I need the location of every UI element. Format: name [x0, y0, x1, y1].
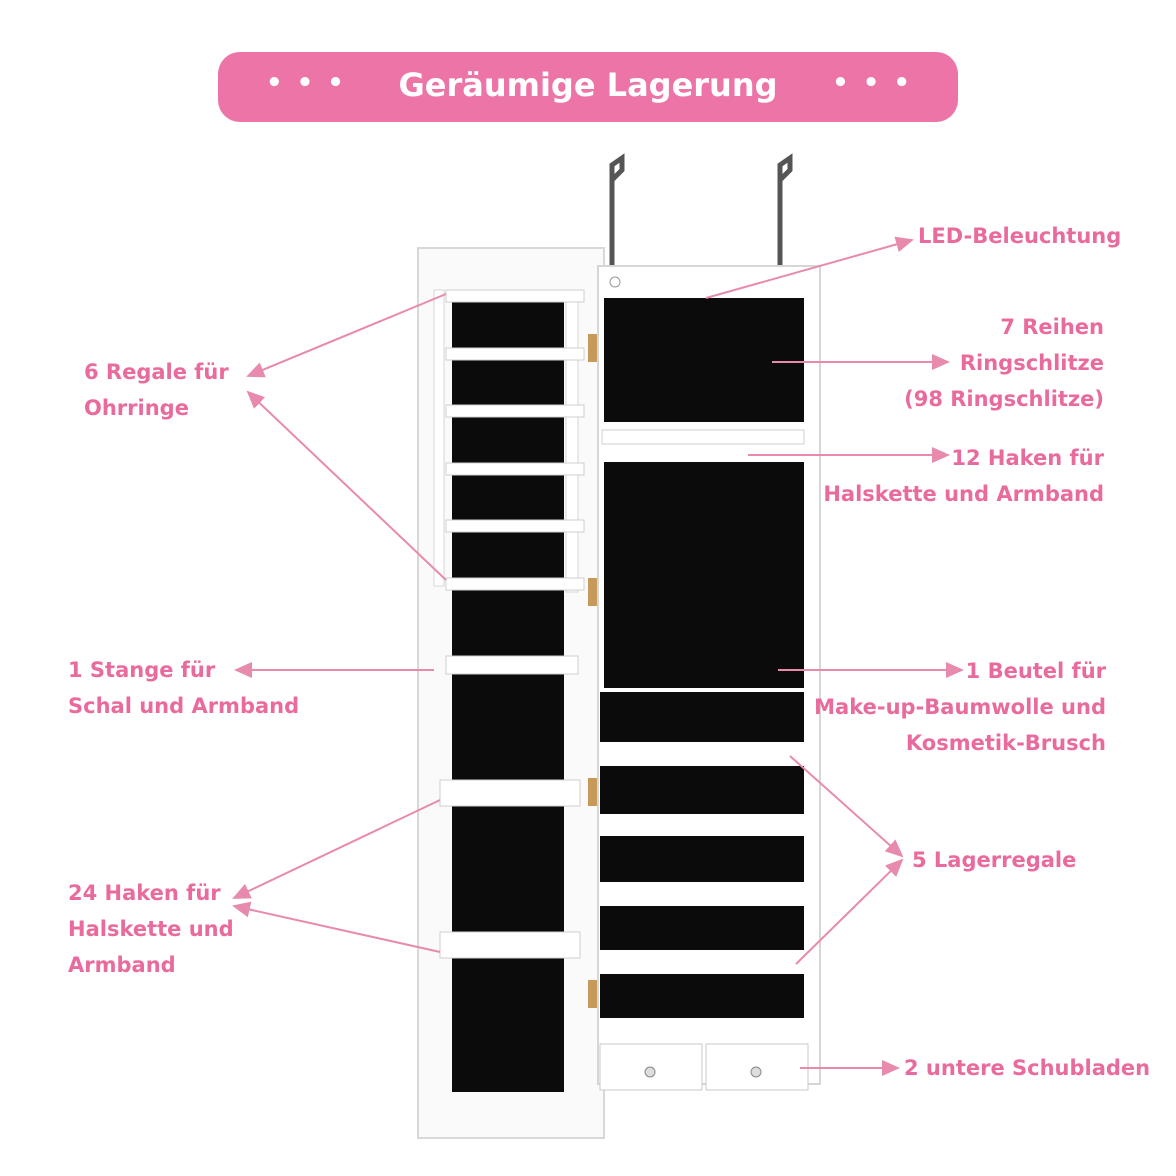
label-scarf-rod: 1 Stange für Schal und Armband	[68, 658, 300, 718]
label-ring-slots: 7 Reihen Ringschlitze (98 Ringschlitze)	[904, 315, 1104, 411]
title-banner: ••• Geräumige Lagerung •••	[218, 52, 958, 122]
label-hooks-24: 24 Haken für Halskette und Armband	[68, 881, 234, 977]
label-earring-shelves: 6 Regale für Ohrringe	[84, 360, 229, 420]
label-led-lighting: LED-Beleuchtung	[918, 224, 1122, 248]
banner-dots-left: •••	[266, 68, 358, 98]
label-pouch: 1 Beutel für Make-up-Baumwolle und Kosme…	[814, 659, 1106, 755]
hook-bar-lower	[439, 931, 581, 959]
hook-bar-upper	[439, 779, 581, 807]
callout-arrows	[232, 236, 964, 1076]
banner-title: Geräumige Lagerung	[398, 66, 778, 104]
banner-dots-right: •••	[832, 68, 924, 98]
label-storage-shelves: 5 Lagerregale	[912, 848, 1077, 872]
label-hooks-12: 12 Haken für Halskette und Armband	[823, 446, 1104, 506]
door-hooks	[609, 153, 793, 265]
earring-shelves	[445, 289, 585, 591]
cabinet-body	[597, 265, 821, 1091]
scarf-rod	[445, 655, 579, 675]
open-door	[417, 247, 605, 1139]
label-drawers: 2 untere Schubladen	[904, 1056, 1151, 1080]
